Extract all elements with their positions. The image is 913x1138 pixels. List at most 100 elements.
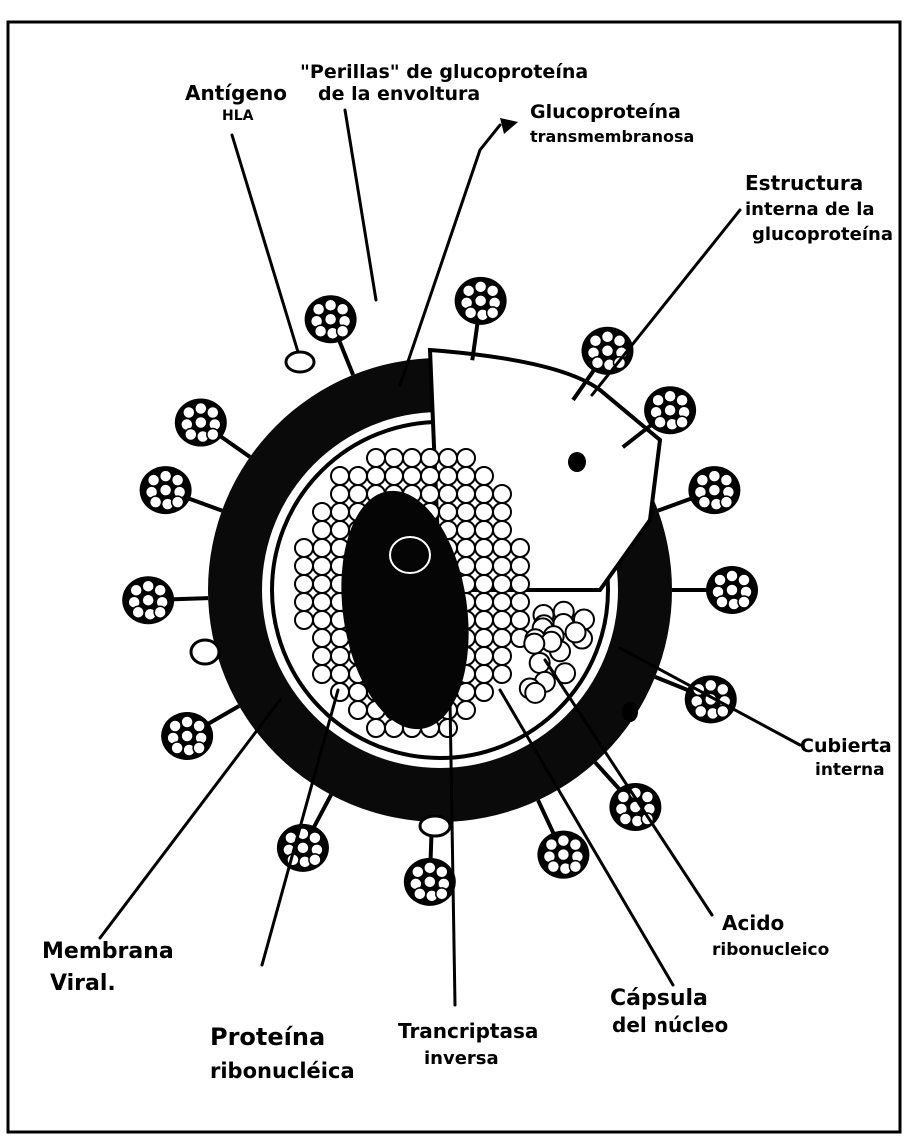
capsule-cell xyxy=(475,647,493,665)
hla-antigen xyxy=(191,640,219,664)
label-antigeno-1: Antígeno xyxy=(185,81,287,105)
capsule-cell xyxy=(385,449,403,467)
label-perillas-1: "Perillas" de glucoproteína xyxy=(300,61,588,83)
capsule-cell xyxy=(457,485,475,503)
glycoprotein-knob xyxy=(305,295,357,343)
capsule-cell xyxy=(367,467,385,485)
glycoprotein-knob xyxy=(122,576,174,624)
capsule-cell xyxy=(439,467,457,485)
knob-stalk xyxy=(313,795,331,829)
capsule-cell xyxy=(475,611,493,629)
capsule-cell xyxy=(295,575,313,593)
capsule-cell xyxy=(511,593,529,611)
label-acido-2: ribonucleico xyxy=(712,940,829,960)
capsule-cell xyxy=(331,647,349,665)
capsule-cell xyxy=(331,665,349,683)
capsule-cell xyxy=(493,503,511,521)
capsule-cell xyxy=(313,521,331,539)
capsule-cell xyxy=(475,593,493,611)
knob-stalk xyxy=(595,762,620,790)
hla-antigen xyxy=(420,816,450,836)
capsule-cell xyxy=(439,449,457,467)
leader-estructura xyxy=(592,210,740,395)
label-cubierta-1: Cubierta xyxy=(800,735,892,757)
hla-antigen xyxy=(568,452,586,472)
capsule-cell xyxy=(313,503,331,521)
glycoprotein-knob xyxy=(455,277,507,325)
capsule-cell xyxy=(349,683,367,701)
label-membrana-2: Viral. xyxy=(50,971,116,996)
glycoprotein-knob xyxy=(685,675,737,723)
label-antigeno-2: HLA xyxy=(222,108,254,124)
capsule-cell xyxy=(313,629,331,647)
glycoprotein-knob xyxy=(706,566,758,614)
capsule-cell xyxy=(313,647,331,665)
capsule-cell xyxy=(457,467,475,485)
label-glucoproteina-2: transmembranosa xyxy=(530,127,694,146)
capsule-cell xyxy=(493,611,511,629)
capsule-cell xyxy=(493,557,511,575)
arrow-head xyxy=(500,118,518,134)
capsule-cell xyxy=(349,467,367,485)
capsule-cell xyxy=(313,611,331,629)
knob-stalk xyxy=(170,598,208,599)
capsule-cell xyxy=(313,575,331,593)
capsule-cell xyxy=(457,503,475,521)
label-proteina-1: Proteína xyxy=(210,1023,325,1051)
capsule-cell xyxy=(331,503,349,521)
glycoprotein-knob xyxy=(644,386,696,434)
leader-cubierta xyxy=(620,648,800,745)
leader-antigeno xyxy=(232,135,298,352)
capsule-cell xyxy=(475,485,493,503)
capsule-cell xyxy=(511,611,529,629)
hla-antigen xyxy=(286,352,314,372)
hla-antigen xyxy=(622,702,638,722)
capsule-cell xyxy=(295,593,313,611)
virus-body xyxy=(208,350,672,822)
label-glucoproteina-1: Glucoproteína xyxy=(530,101,681,123)
knob-stalk xyxy=(339,340,353,375)
capsule-cell xyxy=(493,593,511,611)
capsule-cell xyxy=(439,503,457,521)
capsule-cell xyxy=(367,719,385,737)
capsule-cell xyxy=(475,557,493,575)
label-estructura-3: glucoproteína xyxy=(752,224,893,245)
capsule-cell xyxy=(313,557,331,575)
capsule-cell xyxy=(313,665,331,683)
capsule-cell xyxy=(331,683,349,701)
capsule-cell xyxy=(439,485,457,503)
capsule-cell xyxy=(475,665,493,683)
capsule-cell xyxy=(524,634,544,654)
capsule-cell xyxy=(493,665,511,683)
capsule-cell xyxy=(493,539,511,557)
capsule-cell xyxy=(493,629,511,647)
capsule-cell xyxy=(475,629,493,647)
capsule-cell xyxy=(475,575,493,593)
capsule-cell xyxy=(421,449,439,467)
capsule-cell xyxy=(457,539,475,557)
capsule-cell xyxy=(349,485,367,503)
capsule-cell xyxy=(295,539,313,557)
label-cubierta-2: interna xyxy=(815,760,885,780)
glycoprotein-knob xyxy=(537,831,589,879)
knob-stalk xyxy=(658,498,694,511)
capsule-cell xyxy=(493,485,511,503)
capsule-cell xyxy=(511,557,529,575)
capsule-cell xyxy=(475,539,493,557)
label-transcriptasa-2: inversa xyxy=(424,1048,499,1069)
label-estructura-1: Estructura xyxy=(745,171,863,195)
capsule-cell xyxy=(403,449,421,467)
capsule-cell xyxy=(566,622,586,642)
capsule-cell xyxy=(511,575,529,593)
capsule-cell xyxy=(475,467,493,485)
capsule-cell xyxy=(313,539,331,557)
label-capsula-1: Cápsula xyxy=(610,986,708,1011)
capsule-cell xyxy=(331,521,349,539)
capsule-cell xyxy=(295,557,313,575)
capsule-cell xyxy=(421,485,439,503)
capsule-cell xyxy=(493,575,511,593)
label-estructura-2: interna de la xyxy=(745,199,875,220)
capsule-cell xyxy=(295,611,313,629)
capsule-cell xyxy=(439,719,457,737)
